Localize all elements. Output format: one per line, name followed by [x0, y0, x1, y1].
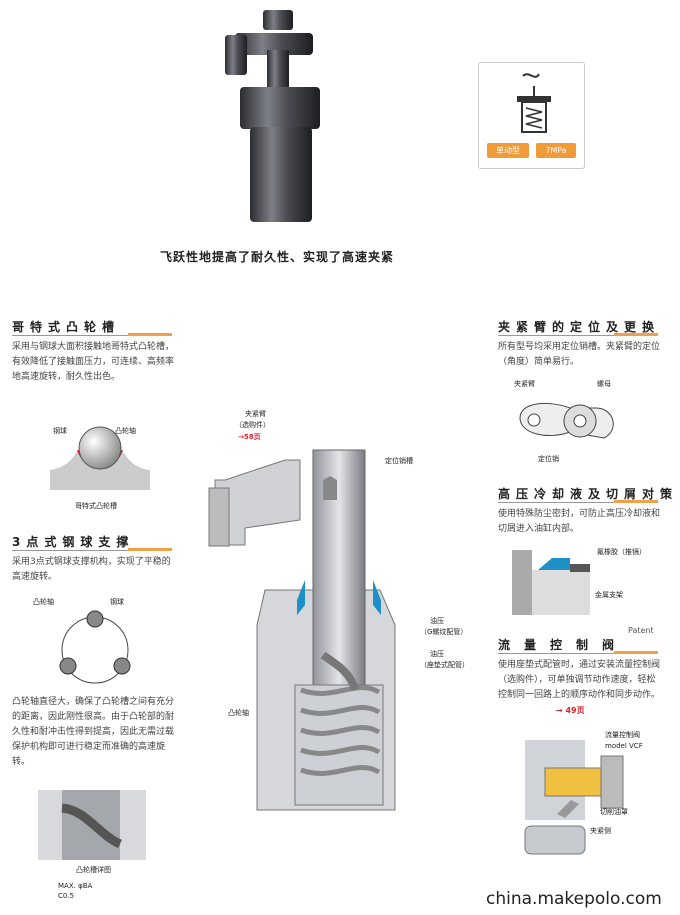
label-steel-ball-2: 钢球: [110, 598, 124, 606]
label-cam-detail: 凸轮槽详图: [76, 866, 111, 874]
label-oil-pad-2: （座垫式配管）: [420, 661, 469, 669]
label-option: （选购件）: [235, 421, 270, 429]
section-rule-flow: [498, 651, 658, 654]
section-title-three-point: 3点式钢球支撑: [12, 535, 135, 549]
label-gothic-groove: 哥特式凸轮槽: [75, 502, 117, 510]
section-text-clamp-arm: 所有型号均采用定位销槽。夹紧臂的定位（角度）简单易行。: [498, 342, 661, 367]
badge-single-acting: 单动型: [487, 143, 529, 158]
section-rule-three-point: [12, 548, 172, 551]
section-text-coolant: 使用特殊防尘密封，可防止高压冷却液和切屑进入油缸内部。: [498, 509, 661, 534]
ref-49: → 49页: [556, 706, 585, 715]
label-oil-g-2: （G螺纹配管）: [420, 628, 468, 636]
label-fcv: 流量控制阀: [605, 731, 640, 739]
section-rule-coolant: [498, 500, 658, 503]
section-rule-gothic: [12, 333, 172, 336]
cam-description: 凸轮轴直径大，确保了凸轮槽之间有充分的距离，因此刚性很高。由于凸轮部的耐久性和耐…: [12, 697, 175, 767]
section-text-three-point: 采用3点式钢球支撑机构，实现了平稳的高速旋转。: [12, 557, 171, 582]
label-clamp-arm: 夹紧臂: [245, 410, 266, 418]
section-text-flow: 使用座垫式配管时，通过安装流量控制阀（选购件），可单独调节动作速度，轻松控制同一…: [498, 660, 661, 700]
label-steel-ball: 钢球: [53, 427, 67, 435]
label-oil-g-1: 油压: [430, 617, 444, 625]
label-cam-shaft-main: 凸轮轴: [228, 709, 249, 717]
label-cam-shaft-2: 凸轮轴: [33, 598, 54, 606]
label-arm-small: 夹紧臂: [514, 380, 535, 388]
label-arm-side: 夹紧侧: [590, 827, 611, 835]
seal-diagram: [512, 550, 590, 615]
clamp-arm-diagram: [519, 402, 614, 439]
cam-groove-detail-photo: [38, 790, 146, 860]
label-max-a: MAX. φBA: [58, 882, 93, 890]
headline: 飞跃性地提高了耐久性、实现了高速夹紧: [160, 250, 395, 264]
section-rule-clamp-arm: [498, 333, 658, 336]
label-nut: 螺母: [597, 380, 611, 388]
gothic-groove-diagram: [50, 426, 150, 490]
label-pin: 定位销: [538, 455, 559, 463]
section-title-gothic: 哥特式凸轮槽: [12, 320, 121, 334]
label-oil-pad-1: 油压: [430, 650, 444, 658]
label-pin-groove: 定位销槽: [385, 457, 413, 465]
label-cam-shaft: 凸轮轴: [115, 427, 136, 435]
product-photo: [225, 10, 320, 222]
three-point-diagram: [59, 610, 131, 684]
watermark: china.makepolo.com: [486, 889, 662, 909]
label-max-b: C0.5: [58, 892, 75, 900]
badge-pressure: 7MPa: [536, 143, 576, 158]
label-model: model VCF: [605, 742, 643, 750]
label-cut-cover: 切削油罩: [600, 808, 628, 816]
label-metal-bracket: 金属支架: [595, 591, 623, 599]
patent-label: Patent: [628, 626, 654, 635]
flow-valve-diagram: [524, 740, 624, 855]
section-title-clamp-arm: 夹紧臂的定位及更换: [498, 320, 661, 334]
section-title-coolant: 高压冷却液及切屑对策: [498, 487, 679, 501]
single-acting-icon: [517, 73, 551, 133]
label-ref-58: →58页: [238, 433, 261, 441]
cross-section-diagram: [208, 449, 396, 811]
section-text-gothic: 采用与钢球大面积接触地哥特式凸轮槽，有效降低了接触面压力，可连续、高频率地高速旋…: [12, 342, 175, 382]
spec-box: 单动型 7MPa: [478, 62, 585, 169]
section-title-flow: 流量控制阀: [498, 638, 629, 652]
label-seal: 氟橡胶（推镜）: [597, 548, 646, 556]
